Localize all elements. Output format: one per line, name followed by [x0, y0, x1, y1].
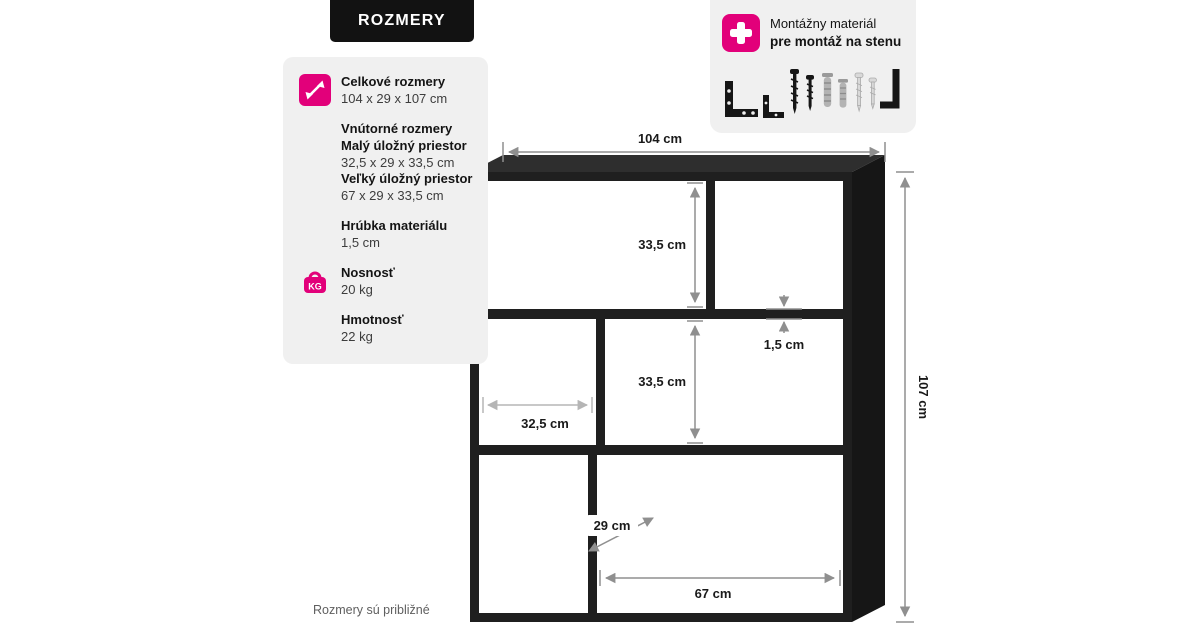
- spec-weight: Hmotnosť 22 kg: [299, 312, 476, 346]
- dim-thickness-label: 1,5 cm: [764, 337, 804, 352]
- spec-inner-small-label: Malý úložný priestor: [341, 137, 467, 153]
- angle-bracket-icon: [725, 81, 758, 117]
- spec-thickness-title: Hrúbka materiálu: [341, 218, 448, 234]
- screw-icon: [806, 75, 814, 111]
- spec-weight-value: 22 kg: [341, 328, 373, 344]
- dim-cell-mid-label: 33,5 cm: [638, 374, 686, 389]
- spec-capacity-title: Nosnosť: [341, 265, 395, 281]
- spec-capacity-text: Nosnosť 20 kg: [341, 265, 395, 299]
- spec-inner-large-value: 67 x 29 x 33,5 cm: [341, 188, 444, 204]
- spec-inner-text: Vnútorné rozmery Malý úložný priestor 32…: [341, 121, 472, 205]
- dimensions-icon: [299, 74, 331, 106]
- spec-overall-value: 104 x 29 x 107 cm: [341, 90, 448, 106]
- allen-key-icon: [880, 69, 900, 109]
- mounting-line2: pre montáž na stenu: [770, 33, 902, 49]
- spec-capacity-value: 20 kg: [341, 281, 373, 297]
- dim-cell-top-label: 33,5 cm: [638, 237, 686, 252]
- spec-material-thickness: Hrúbka materiálu 1,5 cm: [299, 218, 476, 252]
- hardware-icons: [725, 69, 900, 118]
- mounting-line1: Montážny materiál: [770, 16, 877, 32]
- spec-thickness-value: 1,5 cm: [341, 235, 381, 251]
- spec-overall-title: Celkové rozmery: [341, 74, 446, 89]
- page-title: ROZMERY: [330, 0, 474, 42]
- mounting-text: Montážny materiál pre montáž na stenu: [770, 15, 901, 51]
- dim-cell-top: 33,5 cm: [638, 182, 703, 308]
- mounting-hardware: [722, 61, 904, 123]
- dim-large-width-label: 67 cm: [695, 586, 732, 601]
- spec-weight-title: Hmotnosť: [341, 311, 404, 327]
- screw-light-icon: [854, 72, 864, 113]
- wall-plug-icon: [822, 73, 833, 107]
- mounting-header: Montážny materiál pre montáž na stenu: [722, 14, 904, 52]
- compartment-small-bottom: [479, 455, 588, 613]
- compartment-small-mid: [479, 319, 596, 445]
- wall-plug-icon: [838, 79, 848, 108]
- screw-icon: [790, 69, 799, 114]
- screw-light-icon: [868, 77, 877, 110]
- dim-depth-label: 29 cm: [594, 518, 631, 533]
- dim-width-label: 104 cm: [638, 131, 682, 146]
- spec-inner-small-value: 32,5 x 29 x 33,5 cm: [341, 154, 455, 170]
- shelf-top-face: [470, 155, 885, 172]
- specs-panel: Celkové rozmery 104 x 29 x 107 cm Vnútor…: [283, 57, 488, 364]
- compartment-large-mid: [605, 319, 843, 445]
- dim-width-104: 104 cm: [502, 131, 886, 162]
- kg-weight-icon: KG: [304, 271, 326, 294]
- compartment-small-top: [715, 181, 843, 309]
- spec-inner-title: Vnútorné rozmery: [341, 120, 453, 136]
- spec-overall-dimensions: Celkové rozmery 104 x 29 x 107 cm: [299, 74, 476, 108]
- dim-depth: 29 cm: [586, 515, 654, 552]
- dim-small-width: 32,5 cm: [482, 397, 593, 431]
- kg-icon-label: KG: [308, 282, 322, 292]
- shelf-side-face: [852, 155, 885, 622]
- dim-large-width: 67 cm: [599, 570, 841, 601]
- compartment-large-top: [479, 181, 706, 309]
- dim-height-107: 107 cm: [896, 171, 931, 623]
- spec-inner-large-label: Veľký úložný priestor: [341, 171, 473, 187]
- mounting-panel: Montážny materiál pre montáž na stenu: [710, 0, 916, 133]
- dim-thickness: 1,5 cm: [764, 295, 804, 352]
- spec-load-capacity: KG Nosnosť 20 kg: [299, 265, 476, 299]
- spec-thickness-text: Hrúbka materiálu 1,5 cm: [341, 218, 447, 252]
- spec-overall-text: Celkové rozmery 104 x 29 x 107 cm: [341, 74, 447, 108]
- dim-small-width-label: 32,5 cm: [521, 416, 569, 431]
- dim-depth-label-bg: [586, 515, 638, 536]
- spec-weight-text: Hmotnosť 22 kg: [341, 312, 404, 346]
- dim-height-label: 107 cm: [916, 375, 931, 419]
- dim-cell-mid: 33,5 cm: [638, 320, 703, 444]
- footnote: Rozmery sú približné: [313, 603, 430, 617]
- angle-bracket-small-icon: [763, 95, 784, 118]
- plus-icon: [722, 14, 760, 52]
- spec-inner-dimensions: Vnútorné rozmery Malý úložný priestor 32…: [299, 121, 476, 205]
